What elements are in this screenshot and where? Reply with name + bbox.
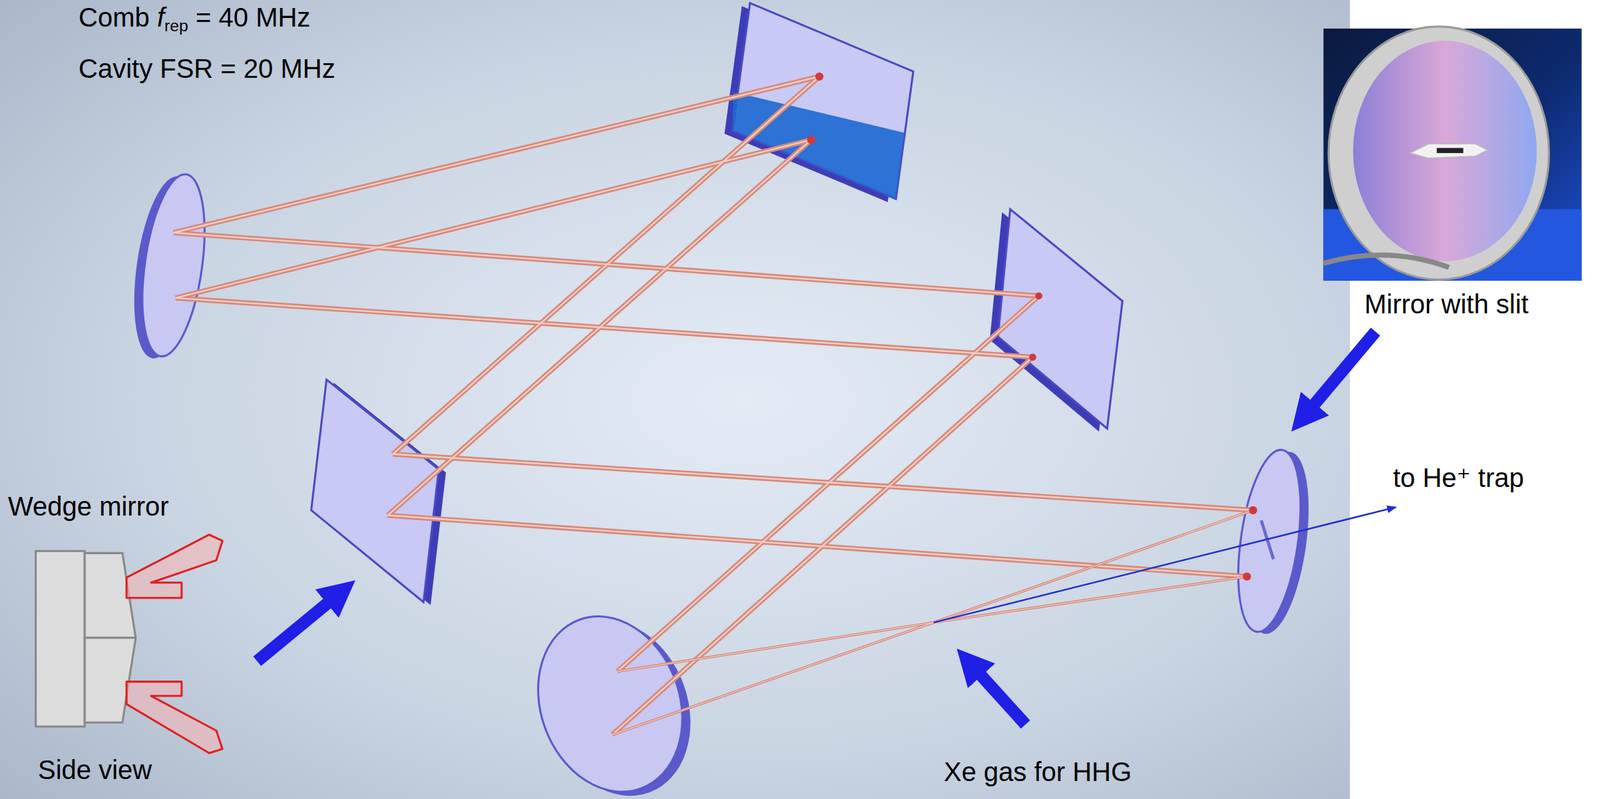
laser-beams — [173, 76, 1254, 735]
pointer-arrow — [976, 670, 1026, 725]
top-flat-mirror — [724, 3, 914, 203]
slit-mirror-label: Mirror with slit — [1364, 288, 1529, 321]
left-round-mirror — [124, 170, 215, 363]
rate-value: = 40 MHz — [195, 2, 311, 32]
side-view-label: Side view — [37, 754, 152, 787]
pointer-arrow — [1310, 331, 1376, 410]
wedge-mirror-side-view — [35, 535, 223, 754]
comb-word: Comb — [78, 2, 150, 32]
symbol-f: f — [157, 2, 165, 32]
left-flat-mirror — [311, 380, 446, 606]
slit-mirror — [1228, 445, 1320, 638]
output-label: to He⁺ trap — [1393, 461, 1525, 494]
beam-spots — [807, 72, 1258, 582]
comb-rate-label: Combfrep = 40 MHz — [78, 1, 311, 36]
xuv-output-arrow — [933, 507, 1397, 623]
gas-jet-label: Xe gas for HHG — [943, 756, 1132, 789]
background-panel — [0, 0, 1350, 799]
mirror-photo — [1323, 26, 1583, 281]
wedge-mirror-label: Wedge mirror — [7, 490, 170, 523]
subscript-rep: rep — [164, 16, 189, 35]
bottom-round-mirror — [514, 596, 715, 799]
pointer-arrow — [256, 599, 333, 662]
cavity-fsr-label: Cavity FSR = 20 MHz — [78, 52, 336, 85]
